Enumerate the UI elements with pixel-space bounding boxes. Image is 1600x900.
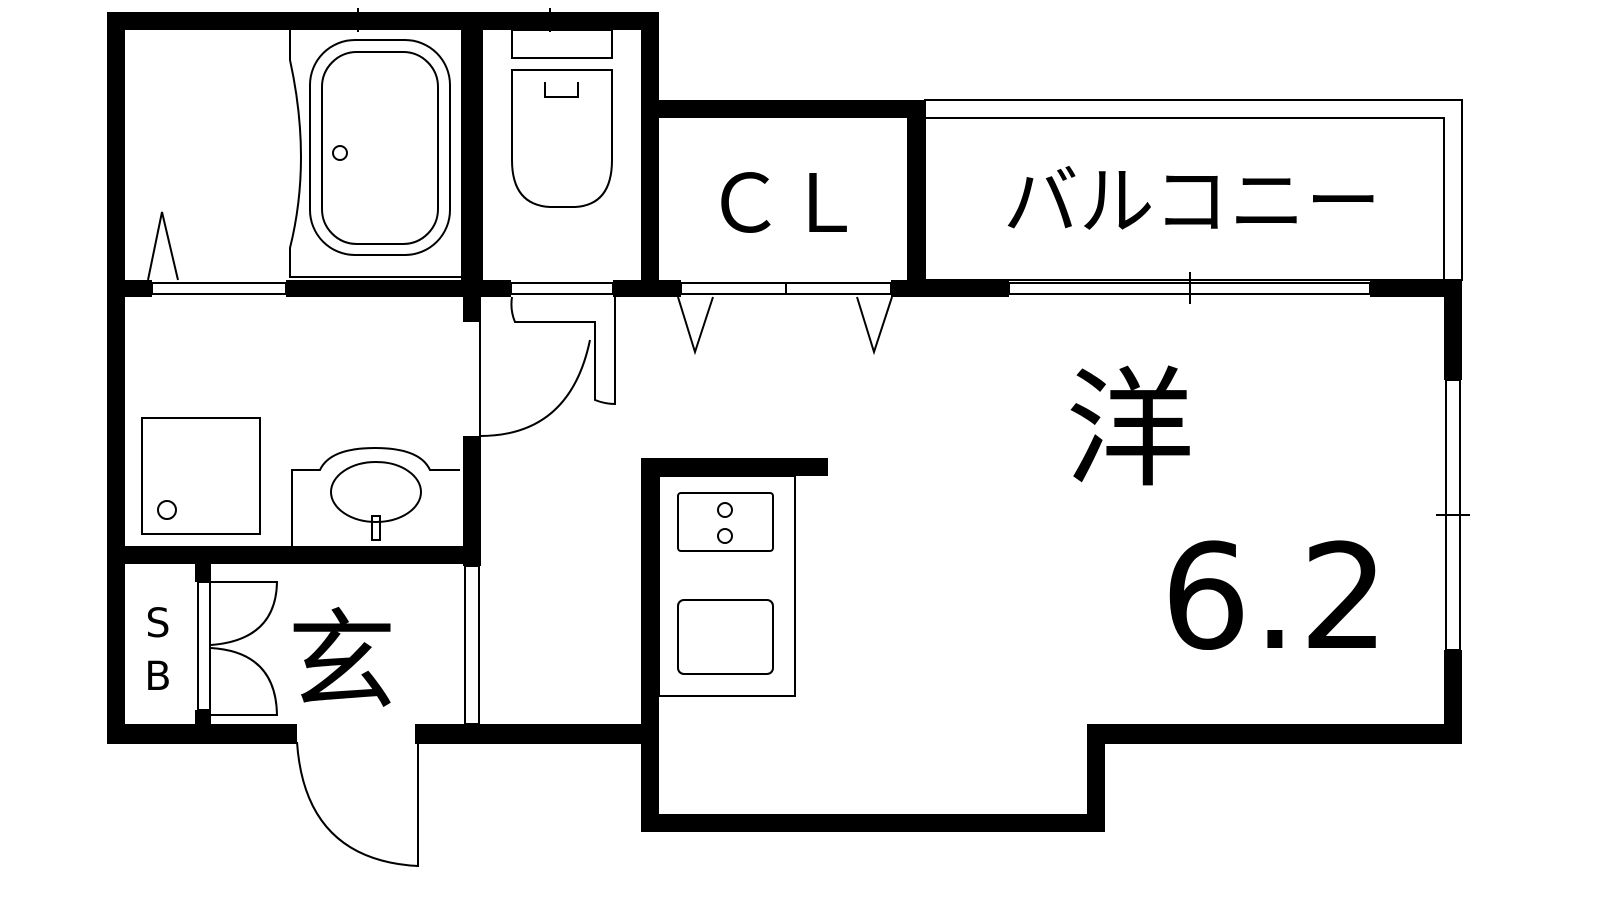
fixtures: [141, 8, 1470, 868]
walls: [107, 12, 1462, 832]
western-room-label: 洋: [1065, 354, 1195, 506]
closet-label: ＣＬ: [705, 158, 865, 251]
shoe-box-label-s: S: [145, 601, 170, 647]
western-room-size: 6.2: [1160, 514, 1391, 683]
shoe-box-label-b: B: [144, 654, 171, 700]
entrance-label: 玄: [287, 598, 397, 726]
balcony-label: バルコニー: [1003, 157, 1381, 246]
